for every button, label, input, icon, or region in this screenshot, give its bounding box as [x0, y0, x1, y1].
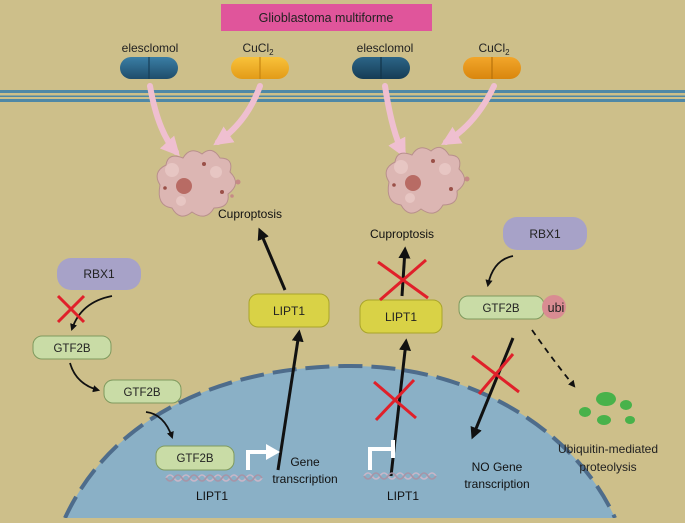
drug-label-left: elesclomol	[122, 41, 179, 55]
ubiquitin-tag	[542, 295, 566, 319]
inhibition-cross-rbx1	[56, 294, 86, 324]
elesclomol-capsule-right	[352, 57, 410, 79]
transcription-on-icon	[246, 444, 280, 470]
lipt1-box-right	[359, 299, 443, 334]
inhibition-cross-lipt1	[373, 378, 417, 422]
proteolysis-label-line2: proteolysis	[579, 460, 636, 474]
pathway-arrows	[69, 227, 576, 477]
gtf2b-box-2	[103, 379, 182, 404]
rbx1-box-right	[503, 217, 587, 250]
lipt1-label-right: LIPT1	[385, 310, 417, 324]
drug-entry-arrows	[147, 83, 497, 159]
dying-cell-right	[385, 146, 470, 214]
lipt1-box-left	[248, 293, 330, 328]
ubi-label: ubi	[548, 301, 565, 315]
gene-transcription-line1: Gene	[290, 455, 320, 469]
lipt1-label-left: LIPT1	[273, 304, 305, 318]
gene-transcription-line2: transcription	[272, 472, 337, 486]
gtf2b-box-1	[32, 335, 112, 360]
drug-label-right: elesclomol	[357, 41, 414, 55]
nucleus	[63, 363, 617, 519]
no-gene-line2: transcription	[464, 477, 529, 491]
cuproptosis-label-right: Cuproptosis	[370, 227, 434, 241]
dna-helix-left	[165, 474, 263, 482]
dna-helix-right	[363, 472, 437, 480]
gtf2b-label-right: GTF2B	[482, 303, 519, 315]
gtf2b-label-2: GTF2B	[123, 387, 160, 399]
dna-label-left: LIPT1	[196, 489, 228, 503]
transcription-blocked-icon	[368, 440, 395, 470]
rbx1-box-left	[57, 258, 141, 290]
page-title: Glioblastoma multiforme	[259, 11, 394, 25]
copper-capsule-left	[231, 57, 289, 79]
gtf2b-label-1: GTF2B	[53, 343, 90, 355]
cell-membrane	[0, 90, 685, 102]
dna-label-right: LIPT1	[387, 489, 419, 503]
inhibition-cross-transcription	[471, 353, 520, 395]
no-gene-line1: NO Gene	[472, 460, 523, 474]
proteolysis-fragments	[579, 392, 635, 425]
gtf2b-box-3	[155, 445, 235, 471]
cuproptosis-label-left: Cuproptosis	[218, 207, 282, 221]
copper-label-left: CuCl2	[242, 41, 274, 57]
inhibition-cross-cuproptosis	[377, 258, 429, 302]
proteolysis-label-line1: Ubiquitin-mediated	[558, 442, 658, 456]
copper-label-right: CuCl2	[478, 41, 510, 57]
elesclomol-capsule-left	[120, 57, 178, 79]
copper-capsule-right	[463, 57, 521, 79]
dying-cell-left	[156, 149, 241, 217]
gtf2b-label-3: GTF2B	[176, 453, 213, 465]
rbx1-label-left: RBX1	[83, 267, 115, 281]
title-box	[221, 4, 432, 31]
rbx1-label-right: RBX1	[529, 227, 561, 241]
